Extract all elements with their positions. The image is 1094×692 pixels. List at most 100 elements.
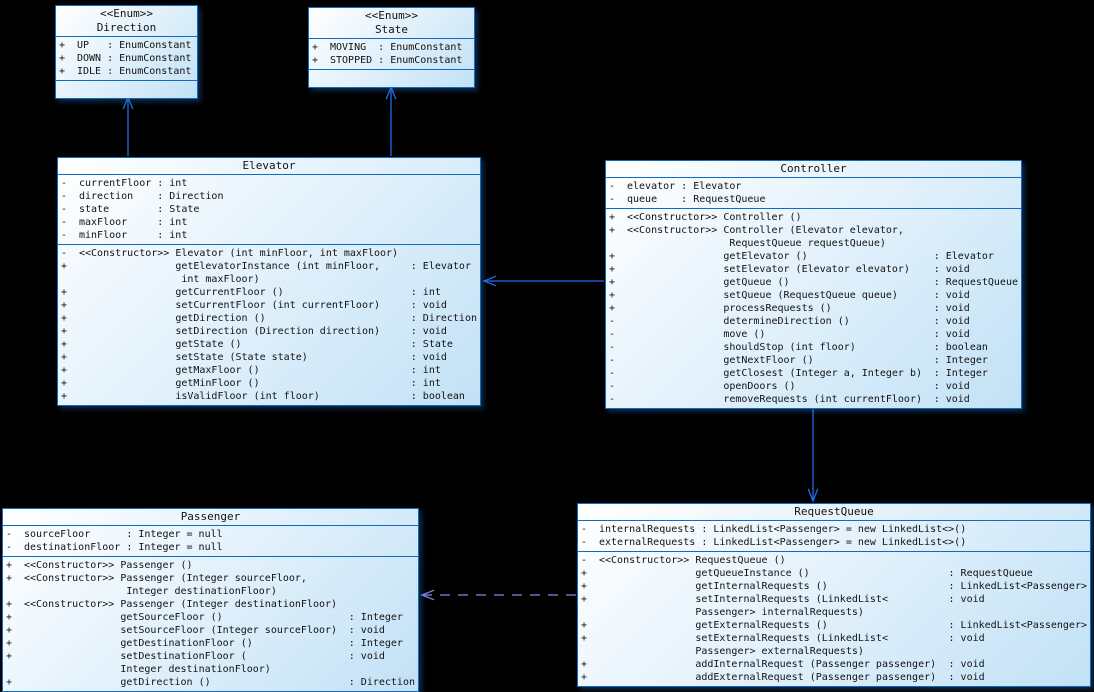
connection-elevator-to-direction[interactable] bbox=[122, 95, 134, 156]
method-visibility: + bbox=[609, 212, 616, 223]
method-return-type: : void bbox=[948, 659, 985, 670]
attribute-default bbox=[229, 229, 477, 242]
attributes-compartment: -sourceFloor: Integer= null-destinationF… bbox=[3, 526, 418, 557]
method-stereotype bbox=[627, 380, 717, 393]
method-stereotype bbox=[627, 367, 717, 380]
method-signature: getClosest (Integer a, Integer b) bbox=[723, 368, 922, 379]
method-return-type: : void bbox=[948, 633, 985, 644]
method-signature: Passenger () bbox=[120, 560, 193, 571]
connection-requestqueue-to-passenger[interactable] bbox=[420, 589, 576, 601]
method-visibility: - bbox=[609, 394, 616, 405]
method-signature: getQueue () bbox=[723, 277, 790, 288]
method-signature: getElevatorInstance (int minFloor, int m… bbox=[175, 261, 381, 285]
class-box-controller[interactable]: Controller-elevator: Elevator-queue: Req… bbox=[605, 160, 1022, 409]
class-box-direction[interactable]: <<Enum>>Direction+UP: EnumConstant+DOWN:… bbox=[55, 5, 198, 99]
method-visibility: + bbox=[61, 313, 68, 324]
class-box-passenger[interactable]: Passenger-sourceFloor: Integer= null-des… bbox=[2, 508, 419, 692]
attribute-visibility: - bbox=[609, 194, 616, 205]
attribute-visibility: - bbox=[6, 542, 13, 553]
attribute-name: IDLE bbox=[77, 66, 102, 77]
method-signature: addInternalRequest (Passenger passenger) bbox=[695, 659, 937, 670]
method-visibility: + bbox=[6, 638, 13, 649]
class-name: State bbox=[374, 23, 409, 36]
attribute-name: UP bbox=[77, 40, 90, 51]
method-stereotype bbox=[599, 619, 689, 632]
method-return-type: : void bbox=[933, 381, 970, 392]
method-stereotype bbox=[79, 338, 169, 351]
method-stereotype bbox=[599, 593, 689, 619]
method-visibility: - bbox=[609, 342, 616, 353]
connection-controller-to-requestqueue[interactable] bbox=[807, 406, 819, 503]
method-return-type bbox=[349, 598, 415, 611]
method-return-type: : void bbox=[933, 290, 970, 301]
attribute-name: DOWN bbox=[77, 53, 102, 64]
method-signature: getDirection () bbox=[175, 313, 266, 324]
method-visibility: - bbox=[61, 248, 68, 259]
method-signature: shouldStop (int floor) bbox=[723, 342, 856, 353]
class-title: <<Enum>>Direction bbox=[56, 6, 197, 37]
method-visibility: - bbox=[609, 368, 616, 379]
method-return-type: : boolean bbox=[933, 342, 988, 353]
method-signature: move () bbox=[723, 329, 766, 340]
connection-elevator-to-state[interactable] bbox=[385, 85, 397, 156]
attribute-type: : EnumConstant bbox=[378, 42, 463, 53]
class-box-elevator[interactable]: Elevator-currentFloor: int-direction: Di… bbox=[57, 157, 481, 406]
attribute-type: : EnumConstant bbox=[107, 40, 192, 51]
method-stereotype bbox=[627, 276, 717, 289]
method-signature: getNextFloor () bbox=[723, 355, 814, 366]
method-signature: isValidFloor (int floor) bbox=[175, 391, 320, 402]
method-stereotype bbox=[24, 676, 114, 689]
method-stereotype bbox=[79, 299, 169, 312]
attribute-visibility: + bbox=[312, 55, 319, 66]
method-signature: RequestQueue () bbox=[695, 555, 786, 566]
method-return-type: : int bbox=[410, 365, 441, 376]
method-signature: Passenger (Integer sourceFloor, Integer … bbox=[120, 573, 307, 597]
method-return-type: : int bbox=[410, 287, 441, 298]
method-stereotype bbox=[79, 286, 169, 299]
methods-compartment: +<<Constructor>>Passenger ()+<<Construct… bbox=[3, 557, 418, 691]
attribute-type: : int bbox=[157, 230, 188, 241]
method-return-type: : Elevator bbox=[933, 251, 994, 262]
class-box-state[interactable]: <<Enum>>State+MOVING: EnumConstant+STOPP… bbox=[308, 7, 475, 88]
method-signature: getMinFloor () bbox=[175, 378, 260, 389]
class-box-requestqueue[interactable]: RequestQueue-internalRequests: LinkedLis… bbox=[577, 503, 1091, 687]
attribute-name: queue bbox=[627, 194, 658, 205]
method-stereotype bbox=[79, 325, 169, 338]
method-visibility: + bbox=[581, 594, 588, 605]
method-visibility: + bbox=[61, 378, 68, 389]
method-signature: getQueueInstance () bbox=[695, 568, 810, 579]
connection-controller-to-elevator[interactable] bbox=[482, 275, 604, 287]
method-stereotype bbox=[627, 263, 717, 276]
attribute-default bbox=[229, 177, 477, 190]
method-return-type: : void bbox=[948, 594, 985, 605]
method-return-type: : void bbox=[410, 326, 447, 337]
method-stereotype: <<Constructor>> bbox=[24, 573, 115, 584]
method-stereotype: <<Constructor>> bbox=[627, 225, 718, 236]
class-name: RequestQueue bbox=[794, 505, 874, 518]
class-stereotype: <<Enum>> bbox=[100, 7, 153, 20]
attribute-visibility: - bbox=[581, 524, 588, 535]
attribute-type: : EnumConstant bbox=[107, 66, 192, 77]
attribute-name: maxFloor bbox=[79, 217, 128, 228]
method-return-type: : Integer bbox=[933, 355, 988, 366]
method-stereotype bbox=[599, 658, 689, 671]
attribute-visibility: + bbox=[59, 66, 66, 77]
method-stereotype bbox=[599, 671, 689, 684]
method-stereotype bbox=[79, 377, 169, 390]
method-return-type bbox=[934, 224, 1018, 250]
attribute-name: externalRequests bbox=[599, 537, 696, 548]
method-signature: removeRequests (int currentFloor) bbox=[723, 394, 922, 405]
methods-compartment: -<<Constructor>>RequestQueue ()+getQueue… bbox=[578, 552, 1090, 686]
method-return-type: : Integer bbox=[348, 638, 403, 649]
method-stereotype: <<Constructor>> bbox=[599, 555, 690, 566]
method-visibility: + bbox=[6, 560, 13, 571]
method-return-type: : void bbox=[933, 303, 970, 314]
method-signature: getDirection () bbox=[120, 677, 211, 688]
method-stereotype bbox=[627, 289, 717, 302]
method-visibility: + bbox=[609, 290, 616, 301]
method-visibility: + bbox=[581, 633, 588, 644]
attribute-visibility: - bbox=[6, 529, 13, 540]
attribute-name: STOPPED bbox=[330, 55, 373, 66]
